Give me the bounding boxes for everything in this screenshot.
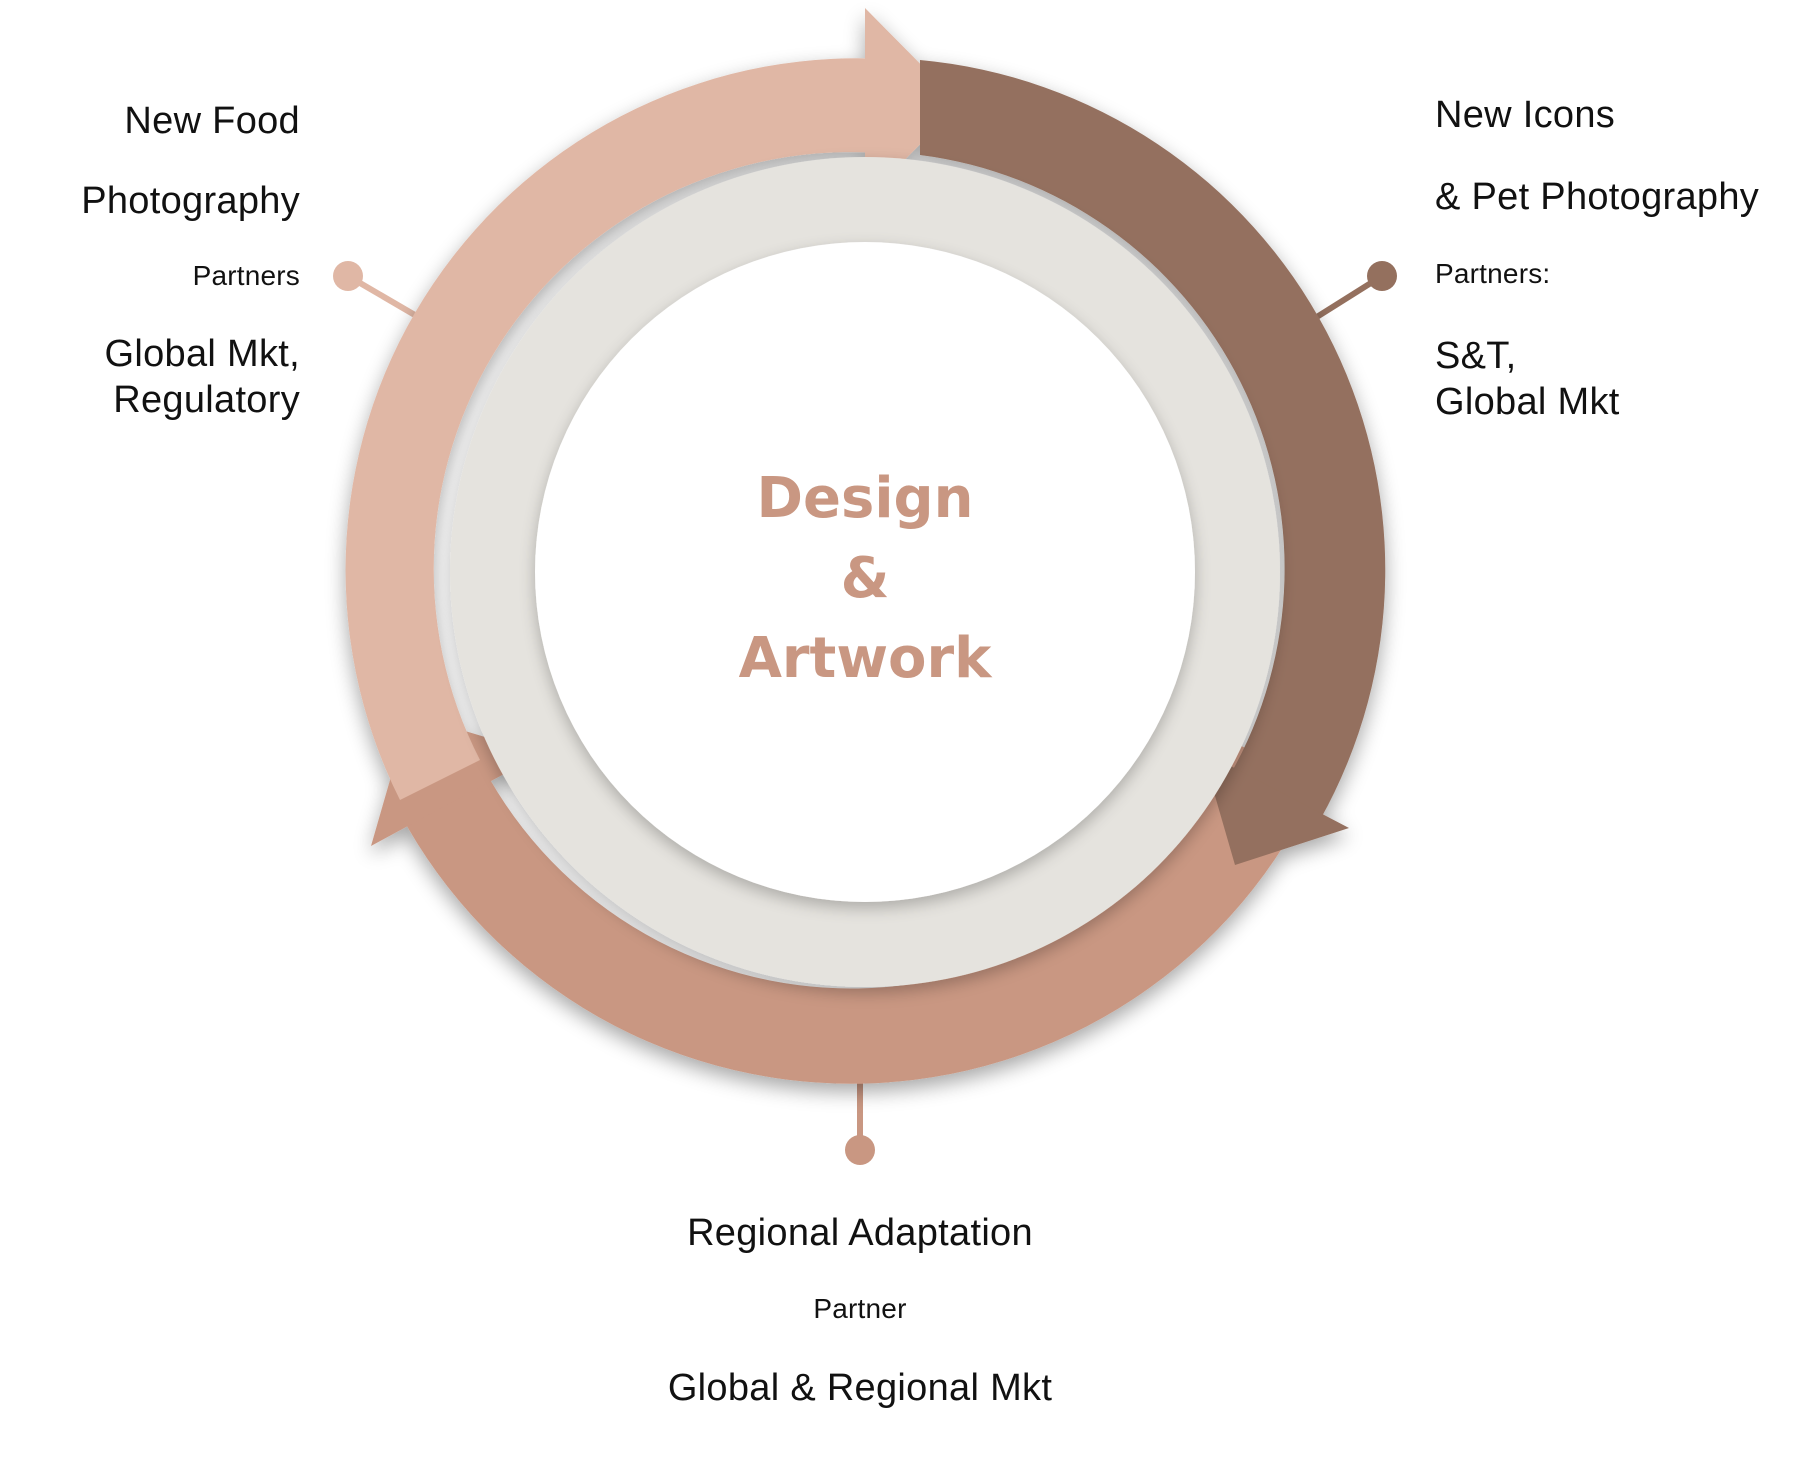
arrow-segment-icons: [920, 60, 1386, 820]
stage-food-title-line1: New Food: [124, 100, 300, 142]
arrowhead-icons: [1202, 751, 1349, 865]
center-label-ampersand: &: [841, 546, 890, 611]
arrowhead-food: [865, 8, 960, 200]
stage-food-label: New Food Photography Partners Global Mkt…: [81, 98, 300, 424]
stage-icons-partners-line1: S&T,: [1435, 334, 1517, 377]
connector-icons-dot: [1367, 261, 1397, 291]
stage-food-title-line2: Photography: [81, 180, 300, 223]
stage-regional-partners: Global & Regional Mkt: [667, 1366, 1053, 1409]
stage-food-caption: Partners: [192, 259, 300, 291]
center-disc: [535, 242, 1195, 902]
center-label-design: Design: [757, 466, 974, 531]
arrow-segment-regional: [391, 742, 1319, 1084]
stage-icons-caption: Partners:: [1435, 257, 1551, 289]
arrow-segment-food: [345, 58, 900, 800]
center-label-artwork: Artwork: [739, 626, 994, 691]
stage-icons-title-line2: & Pet Photography: [1435, 176, 1760, 219]
stage-icons-label: New Icons & Pet Photography Partners: S&…: [1435, 92, 1759, 426]
stage-regional-title: Regional Adaptation: [687, 1212, 1033, 1254]
stage-food-partners-line2: Regulatory: [113, 379, 300, 422]
connector-regional-dot: [845, 1135, 875, 1165]
stage-regional-caption: Partner: [813, 1293, 907, 1325]
stage-food-partners-line1: Global Mkt,: [104, 332, 300, 375]
stage-icons-title-line1: New Icons: [1435, 94, 1616, 136]
stage-regional-label: Regional Adaptation Partner Global & Reg…: [640, 1210, 1080, 1411]
connector-food-dot: [333, 261, 363, 291]
stage-icons-partners-line2: Global Mkt: [1435, 381, 1620, 424]
